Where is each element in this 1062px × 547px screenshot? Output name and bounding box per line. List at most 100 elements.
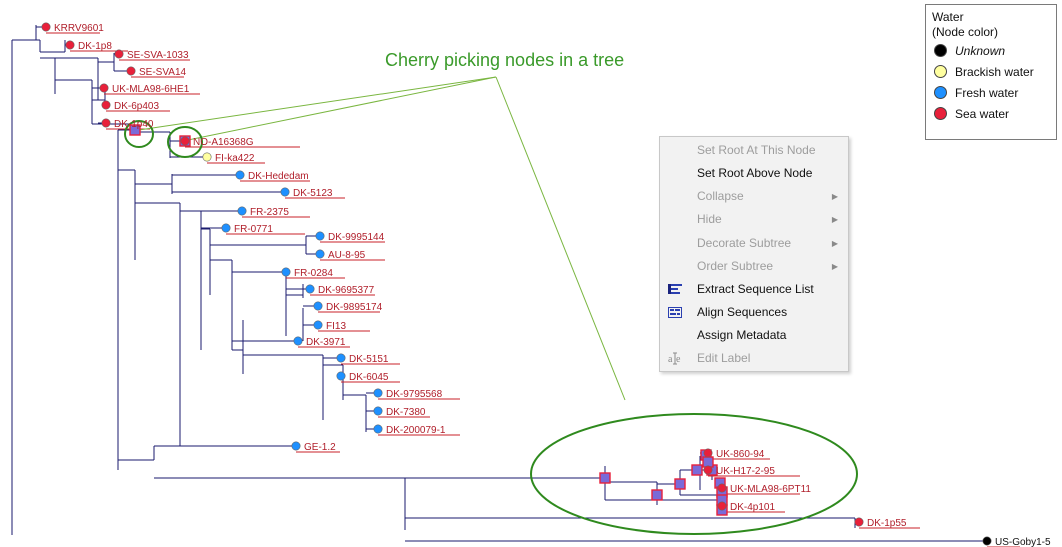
leaf-node[interactable] [315, 249, 325, 259]
label-underlines [46, 32, 1020, 547]
menu-item-label: Set Root Above Node [697, 166, 813, 180]
leaf-node[interactable] [854, 517, 864, 527]
leaf-label: GE-1.2 [304, 442, 336, 453]
leaf-node[interactable] [717, 483, 727, 493]
leaf-label: FI-ka422 [215, 153, 255, 164]
leaf-node[interactable] [982, 536, 992, 546]
selection-circle-subtree [530, 413, 858, 535]
selected-node[interactable] [674, 478, 686, 490]
leaf-label: UK-H17-2-95 [716, 466, 775, 477]
leaf-node[interactable] [313, 301, 323, 311]
leaf-label: FI13 [326, 321, 346, 332]
menu-item-align-sequences[interactable]: Align Sequences [660, 301, 848, 324]
menu-item-order-subtree[interactable]: Order Subtree ▶ [660, 255, 848, 278]
selected-node[interactable] [129, 124, 141, 136]
leaf-label: DK-7380 [386, 407, 426, 418]
leaf-label: DK-5151 [349, 354, 389, 365]
context-menu: Set Root At This Node Set Root Above Nod… [659, 136, 849, 372]
legend-item-brackish: Brackish water [932, 61, 1050, 82]
selected-node[interactable] [702, 456, 714, 468]
leaf-label: DK-4p101 [730, 502, 775, 513]
menu-item-label: Decorate Subtree [697, 236, 792, 250]
leaf-node[interactable] [101, 118, 111, 128]
leaf-label: SE-SVA-1033 [127, 50, 189, 61]
menu-item-label: Extract Sequence List [697, 282, 814, 296]
leaf-label: FR-0284 [294, 268, 333, 279]
menu-item-label: Assign Metadata [697, 328, 787, 342]
leaf-label: DK-5123 [293, 188, 333, 199]
leaf-label: SE-SVA14 [139, 67, 186, 78]
leaf-node[interactable] [101, 100, 111, 110]
leaf-label: FR-0771 [234, 224, 273, 235]
leaf-node[interactable] [703, 448, 713, 458]
legend-title: Water [932, 10, 964, 24]
menu-item-label: Align Sequences [697, 305, 788, 319]
legend-item-unknown: Unknown [932, 40, 1050, 61]
sequence-list-icon [668, 284, 682, 294]
menu-item-label: Collapse [697, 189, 744, 203]
leaf-node[interactable] [291, 441, 301, 451]
leaf-label: DK-9895174 [326, 302, 383, 313]
leaf-node[interactable] [202, 152, 212, 162]
leaf-node[interactable] [336, 353, 346, 363]
menu-item-label: Edit Label [697, 351, 751, 365]
menu-item-label: Hide [697, 212, 722, 226]
menu-item-edit-label[interactable]: a e Edit Label [660, 347, 848, 370]
menu-item-set-root-at-node[interactable]: Set Root At This Node [660, 139, 848, 162]
leaf-node[interactable] [336, 371, 346, 381]
legend: Water (Node color) Unknown Brackish wate… [925, 4, 1057, 140]
leaf-node[interactable] [703, 465, 713, 475]
leaf-node[interactable] [293, 336, 303, 346]
leaf-node[interactable] [280, 187, 290, 197]
leaf-node[interactable] [717, 501, 727, 511]
leaf-labels: KRRV9601DK-1p8SE-SVA-1033SE-SVA14UK-MLA9… [54, 23, 1051, 547]
leaf-label: DK-9695377 [318, 285, 375, 296]
leaf-label: DK-1p40 [114, 119, 154, 130]
leaf-node[interactable] [114, 49, 124, 59]
leaf-node[interactable] [305, 284, 315, 294]
leaf-node[interactable] [281, 267, 291, 277]
legend-item-fresh: Fresh water [932, 82, 1050, 103]
leaf-node[interactable] [373, 406, 383, 416]
selected-node[interactable] [691, 464, 703, 476]
leaf-node[interactable] [237, 206, 247, 216]
legend-label: Fresh water [955, 85, 1019, 100]
align-sequences-icon [668, 307, 682, 318]
menu-item-extract-sequence-list[interactable]: Extract Sequence List [660, 278, 848, 301]
selected-nodes [129, 124, 728, 516]
tree-branches [11, 25, 987, 542]
leaf-label: DK-3971 [306, 337, 346, 348]
menu-item-decorate-subtree[interactable]: Decorate Subtree ▶ [660, 232, 848, 255]
svg-text:a: a [668, 354, 673, 365]
leaf-node[interactable] [235, 170, 245, 180]
leaf-node[interactable] [41, 22, 51, 32]
legend-label: Unknown [955, 43, 1006, 58]
leaf-label: DK-200079-1 [386, 425, 446, 436]
leaf-node[interactable] [126, 66, 136, 76]
submenu-arrow-icon: ▶ [831, 215, 838, 224]
leaf-node[interactable] [221, 223, 231, 233]
menu-item-assign-metadata[interactable]: Assign Metadata [660, 324, 848, 347]
menu-item-hide[interactable]: Hide ▶ [660, 208, 848, 231]
leaf-node[interactable] [315, 231, 325, 241]
leaf-node[interactable] [373, 424, 383, 434]
leaf-node[interactable] [313, 320, 323, 330]
selected-node[interactable] [599, 472, 611, 484]
legend-swatch [934, 86, 947, 99]
svg-text:e: e [676, 354, 681, 365]
menu-item-set-root-above-node[interactable]: Set Root Above Node [660, 162, 848, 185]
leaf-node[interactable] [99, 83, 109, 93]
legend-swatch [934, 44, 947, 57]
selection-circle-node-1 [124, 120, 154, 148]
leaf-label: US-Goby1-5 [995, 537, 1051, 547]
leaf-node[interactable] [65, 40, 75, 50]
annotation-title: Cherry picking nodes in a tree [385, 50, 624, 70]
leaf-label: AU-8-95 [328, 250, 366, 261]
leaf-label: DK-6045 [349, 372, 389, 383]
selected-node[interactable] [651, 489, 663, 501]
legend-item-sea: Sea water [932, 103, 1050, 124]
leaf-node[interactable] [373, 388, 383, 398]
leaf-node[interactable] [180, 136, 190, 146]
menu-item-collapse[interactable]: Collapse ▶ [660, 185, 848, 208]
